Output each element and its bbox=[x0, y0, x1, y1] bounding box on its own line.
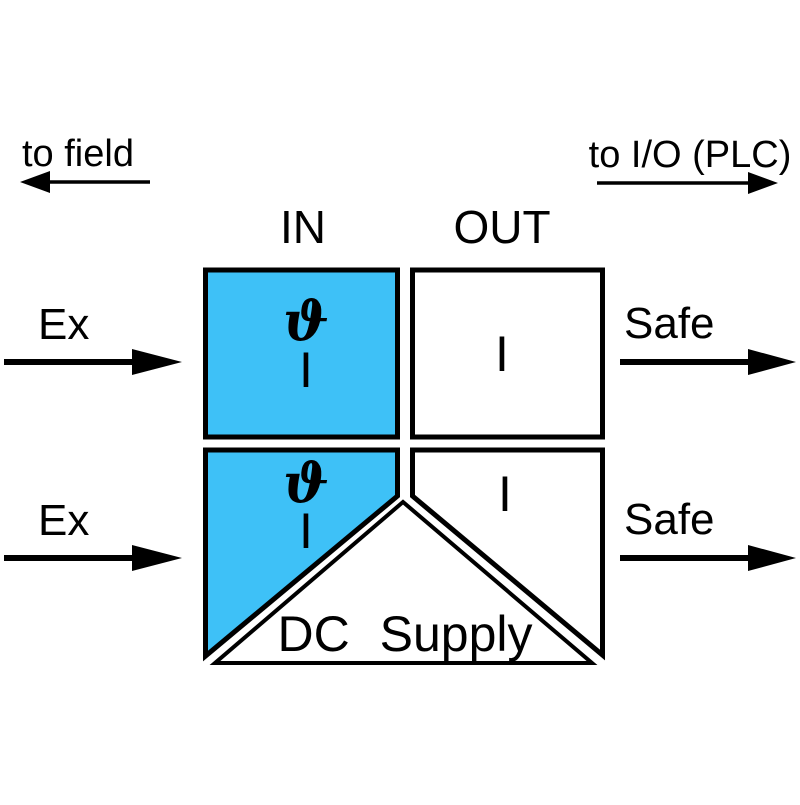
safe-label-channel-2: Safe bbox=[624, 495, 715, 544]
current-symbol-output-channel-2: I bbox=[498, 466, 512, 522]
dc-supply-block bbox=[209, 499, 598, 665]
arrow-left-icon bbox=[20, 171, 150, 193]
ex-arrow-channel-1 bbox=[4, 349, 182, 375]
dc-supply-label: DC Supply bbox=[278, 606, 533, 662]
ex-label-channel-1: Ex bbox=[38, 300, 89, 349]
ex-label-channel-2: Ex bbox=[38, 496, 89, 545]
column-header-in: IN bbox=[280, 201, 326, 253]
output-block-channel-1 bbox=[410, 267, 605, 440]
arrow-right-icon bbox=[597, 172, 778, 194]
output-block-channel-2 bbox=[410, 447, 605, 661]
ex-arrow-channel-2 bbox=[4, 545, 182, 571]
input-block-channel-2 bbox=[203, 447, 400, 662]
column-header-out: OUT bbox=[453, 201, 550, 253]
input-block-channel-1 bbox=[203, 267, 400, 440]
current-symbol-input-channel-1: I bbox=[299, 342, 313, 398]
to-io-plc-label: to I/O (PLC) bbox=[589, 134, 792, 176]
safe-arrow-channel-1 bbox=[620, 349, 796, 375]
safe-arrow-channel-2 bbox=[620, 545, 796, 571]
theta-symbol-channel-1: ϑ bbox=[283, 289, 329, 353]
safe-label-channel-1: Safe bbox=[624, 299, 715, 348]
current-symbol-output-channel-1: I bbox=[495, 326, 509, 382]
current-symbol-input-channel-2: I bbox=[299, 503, 313, 559]
to-field-label: to field bbox=[22, 133, 134, 175]
theta-symbol-channel-2: ϑ bbox=[283, 451, 329, 515]
